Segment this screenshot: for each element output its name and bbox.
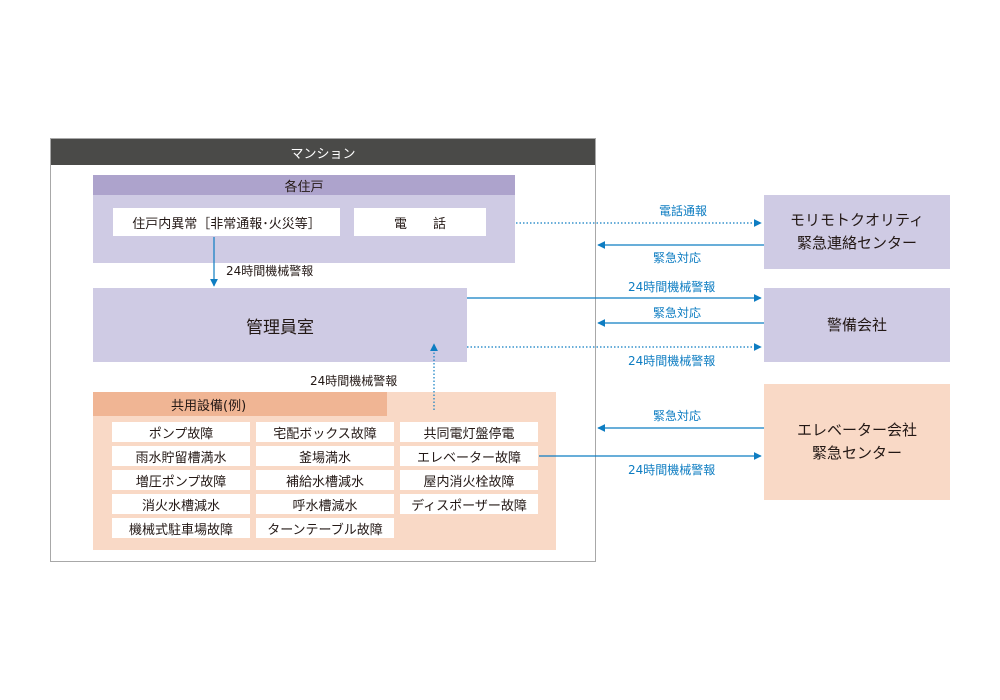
facility-item: 雨水貯留槽満水	[112, 446, 250, 466]
unit-abnormal-cell: 住戸内異常［非常通報･火災等］	[113, 208, 340, 236]
management-office-box: 管理員室	[93, 288, 467, 362]
label-elevator-emergency: 緊急対応	[653, 409, 702, 423]
label-morimoto-emergency: 緊急対応	[653, 251, 702, 265]
unit-header: 各住戸	[93, 175, 515, 195]
label-phone-report: 電話通報	[659, 204, 708, 218]
facility-item: ターンテーブル故障	[256, 518, 394, 538]
morimoto-center-line1: モリモトクオリティ	[789, 211, 925, 229]
security-company-box: 警備会社	[764, 288, 950, 362]
facility-item: 補給水槽減水	[256, 470, 394, 490]
label-common-alarm: 24時間機械警報	[310, 374, 398, 388]
facility-item: 釜場満水	[256, 446, 394, 466]
elevator-company-line1: エレベーター会社	[796, 421, 917, 439]
morimoto-center-box: モリモトクオリティ 緊急連絡センター	[764, 195, 950, 269]
label-security-alarm: 24時間機械警報	[628, 280, 716, 294]
label-unit-alarm: 24時間機械警報	[226, 264, 314, 278]
label-security-emergency: 緊急対応	[653, 306, 702, 320]
facility-item: ポンプ故障	[112, 422, 250, 442]
label-security-alarm-dotted: 24時間機械警報	[628, 354, 716, 368]
facility-item: 増圧ポンプ故障	[112, 470, 250, 490]
facility-item: 機械式駐車場故障	[112, 518, 250, 538]
facility-item: エレベーター故障	[400, 446, 538, 466]
elevator-company-line2: 緊急センター	[811, 444, 902, 462]
mansion-header: マンション	[51, 139, 595, 165]
facility-item: 共同電灯盤停電	[400, 422, 538, 442]
facility-item: 呼水槽減水	[256, 494, 394, 514]
unit-phone-cell: 電 話	[354, 208, 486, 236]
facility-item: ディスポーザー故障	[400, 494, 538, 514]
facility-item: 屋内消火栓故障	[400, 470, 538, 490]
facility-item: 宅配ボックス故障	[256, 422, 394, 442]
facility-item: 消火水槽減水	[112, 494, 250, 514]
common-facilities-header: 共用設備(例)	[93, 392, 387, 416]
morimoto-center-line2: 緊急連絡センター	[796, 234, 917, 252]
label-elevator-alarm: 24時間機械警報	[628, 463, 716, 477]
elevator-company-box: エレベーター会社 緊急センター	[764, 384, 950, 500]
